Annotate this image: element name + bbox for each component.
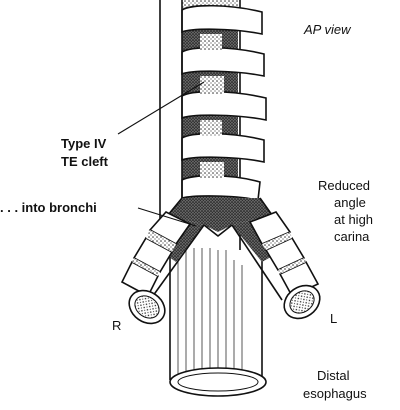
carina (167, 197, 273, 237)
cleft-leader-line (117, 81, 205, 135)
esophagus-wall-lines (177, 248, 243, 388)
trachea (181, 0, 267, 220)
angle-label-line3: at high (334, 212, 373, 227)
esophagus (159, 0, 267, 397)
trachea-ring-shading (200, 34, 224, 178)
esophagus-label-line2: esophagus (303, 386, 367, 401)
bronchi-leader-line (137, 207, 197, 227)
bronchi-label: . . . into bronchi (0, 200, 97, 215)
right-side-label: R (112, 318, 121, 333)
angle-label-line2: angle (334, 195, 366, 210)
cleft-label-line1: Type IV (61, 136, 107, 151)
cleft-label-line2: TE cleft (61, 154, 109, 169)
angle-label-line4: carina (334, 229, 370, 244)
view-label: AP view (303, 22, 352, 37)
left-main-bronchus (231, 211, 321, 320)
angle-label-line1: Reduced (318, 178, 370, 193)
right-main-bronchus (120, 211, 205, 325)
esophagus-label-line1: Distal (317, 368, 350, 383)
left-side-label: L (330, 311, 337, 326)
